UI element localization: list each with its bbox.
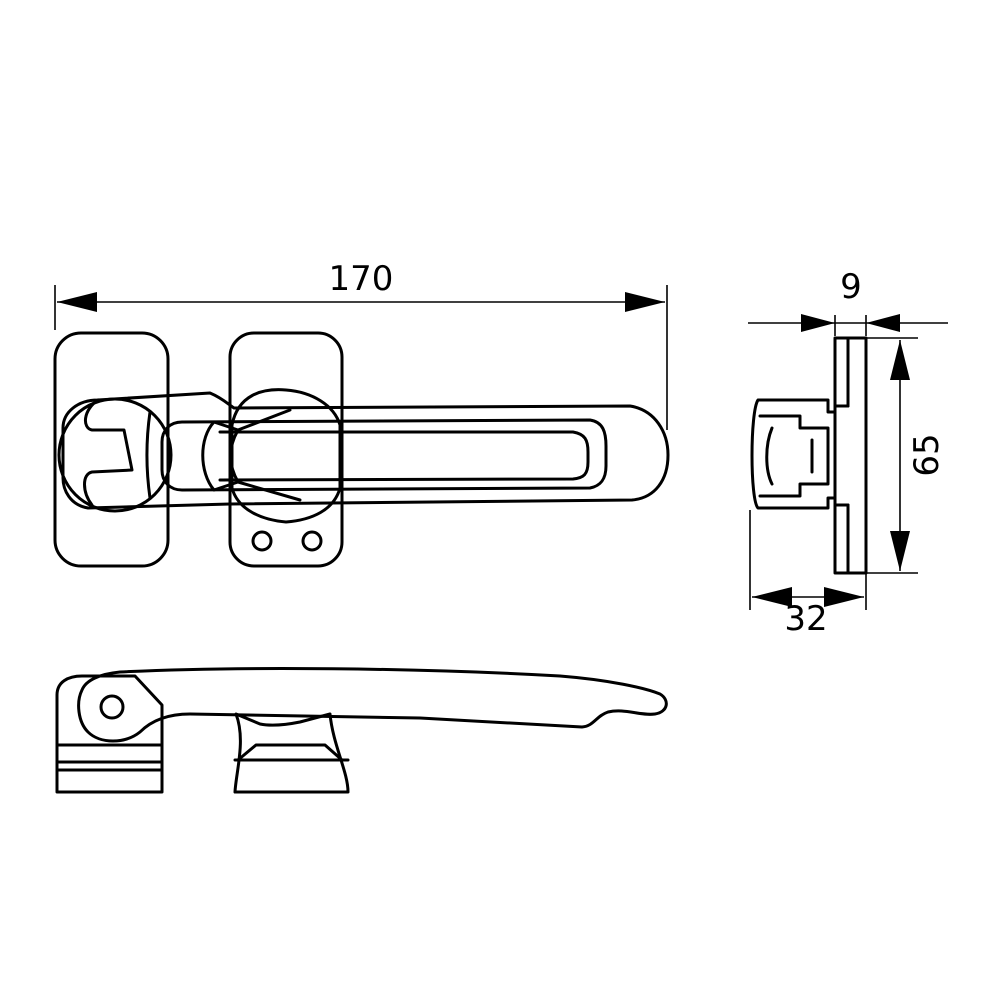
guard-arm-slot-inner bbox=[218, 430, 590, 482]
guard-arm-slot-outer bbox=[160, 418, 608, 492]
slider-diagonal bbox=[236, 408, 302, 502]
top-view bbox=[55, 667, 668, 794]
dimension-65: 65 bbox=[866, 337, 947, 574]
dimension-9: 9 bbox=[748, 267, 948, 336]
top-pivot-block bbox=[55, 674, 164, 794]
dim-label-32: 32 bbox=[784, 599, 827, 639]
arm-neck bbox=[145, 410, 152, 500]
side-view bbox=[750, 336, 868, 575]
top-pivot-pin bbox=[99, 694, 125, 720]
dim-label-170: 170 bbox=[329, 259, 394, 299]
side-base-plate bbox=[833, 336, 868, 575]
guard-arm-outline bbox=[61, 391, 670, 510]
left-mount-plate bbox=[53, 331, 170, 568]
screw-hole-right bbox=[301, 530, 323, 552]
side-head bbox=[750, 398, 837, 510]
dimension-32: 32 bbox=[749, 510, 867, 639]
keeper-plate bbox=[228, 331, 344, 568]
front-view bbox=[53, 331, 670, 568]
slider-knob bbox=[201, 420, 240, 492]
dim-label-65: 65 bbox=[907, 433, 947, 476]
dimension-170: 170 bbox=[54, 259, 668, 430]
screw-hole-left bbox=[251, 530, 273, 552]
dim-label-9: 9 bbox=[840, 267, 862, 307]
pivot-boss bbox=[57, 397, 173, 513]
top-keeper bbox=[233, 712, 350, 794]
top-guard-arm bbox=[77, 667, 668, 743]
arm-pivot-end bbox=[83, 398, 134, 507]
